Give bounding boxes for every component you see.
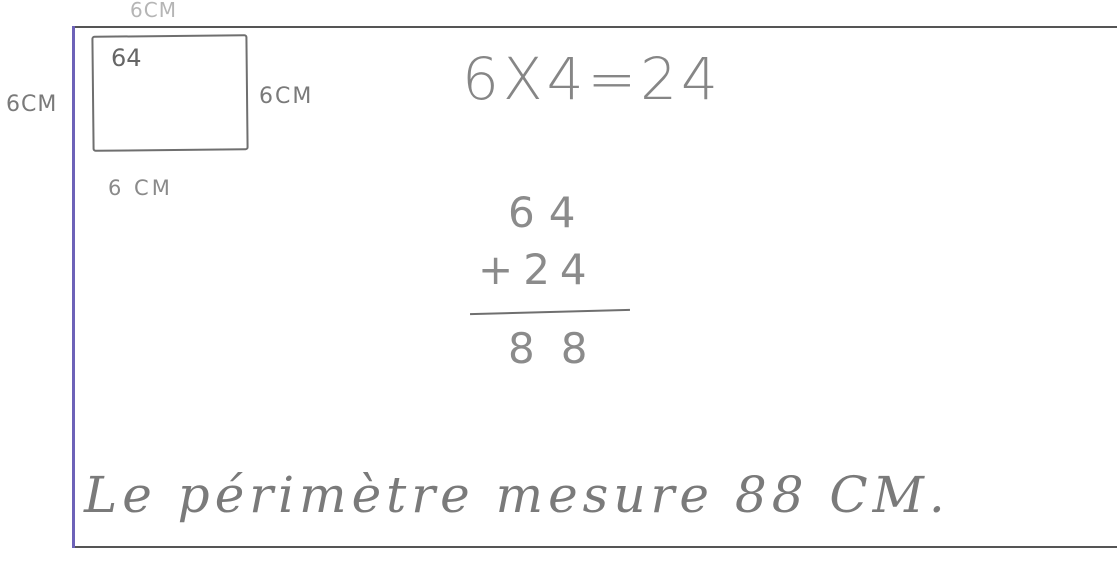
page-bottom-border	[74, 546, 1117, 548]
conclusion-sentence: Le périmètre mesure 88 CM.	[84, 466, 950, 524]
addition-result: 88	[508, 324, 614, 373]
square-label-right: 6CM	[259, 84, 314, 109]
square-label-left: 6CM	[6, 92, 58, 117]
page-top-border	[74, 26, 1117, 28]
addition-top-number: 64	[508, 188, 590, 237]
square-label-inside: 64	[111, 44, 142, 72]
addition-sum-line	[470, 308, 630, 316]
square-label-bottom: 6 CM	[108, 176, 173, 200]
margin-line	[72, 26, 75, 548]
addition-bottom-number: +24	[478, 245, 597, 294]
square-label-top: 6CM	[130, 0, 177, 22]
multiplication-equation: 6X4=24	[462, 45, 722, 113]
